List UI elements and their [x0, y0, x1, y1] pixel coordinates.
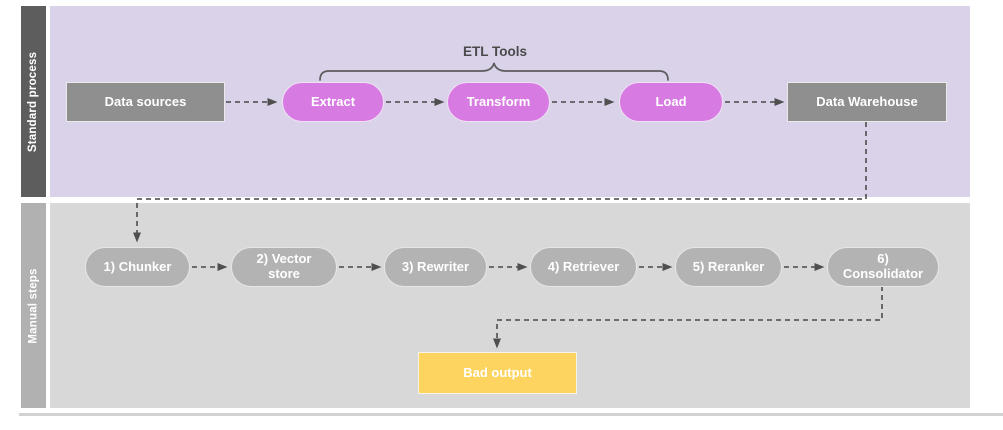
node-bad-output-label: Bad output	[463, 364, 532, 380]
node-vector-store: 2) Vector store	[231, 247, 337, 287]
node-reranker-label: 5) Reranker	[692, 258, 765, 274]
lane-label-standard-process: Standard process	[27, 51, 40, 152]
node-transform-label: Transform	[466, 93, 531, 109]
node-consolidator-label: 6) Consolidator	[842, 251, 924, 281]
node-data-sources-label: Data sources	[104, 93, 187, 109]
node-load-label: Load	[655, 93, 687, 109]
node-chunker: 1) Chunker	[85, 247, 190, 287]
node-retriever: 4) Retriever	[530, 247, 637, 287]
node-transform: Transform	[447, 82, 550, 122]
node-load: Load	[619, 82, 723, 122]
node-rewriter: 3) Rewriter	[384, 247, 487, 287]
node-retriever-label: 4) Retriever	[547, 258, 620, 274]
node-chunker-label: 1) Chunker	[103, 258, 172, 274]
node-consolidator: 6) Consolidator	[827, 247, 939, 287]
lane-label-manual-steps: Manual steps	[27, 267, 40, 344]
node-rewriter-label: 3) Rewriter	[401, 258, 470, 274]
node-bad-output: Bad output	[418, 352, 577, 394]
lane-header-manual-steps: Manual steps	[21, 203, 46, 408]
node-vector-store-label: 2) Vector store	[256, 251, 312, 281]
node-data-warehouse-label: Data Warehouse	[816, 93, 918, 109]
node-data-sources: Data sources	[66, 82, 225, 122]
node-extract-label: Extract	[310, 93, 356, 109]
lane-header-standard-process: Standard process	[21, 6, 46, 197]
node-data-warehouse: Data Warehouse	[787, 82, 947, 122]
bottom-divider-line	[19, 413, 1003, 416]
node-extract: Extract	[282, 82, 384, 122]
etl-tools-group-label: ETL Tools	[463, 44, 527, 59]
node-reranker: 5) Reranker	[675, 247, 782, 287]
